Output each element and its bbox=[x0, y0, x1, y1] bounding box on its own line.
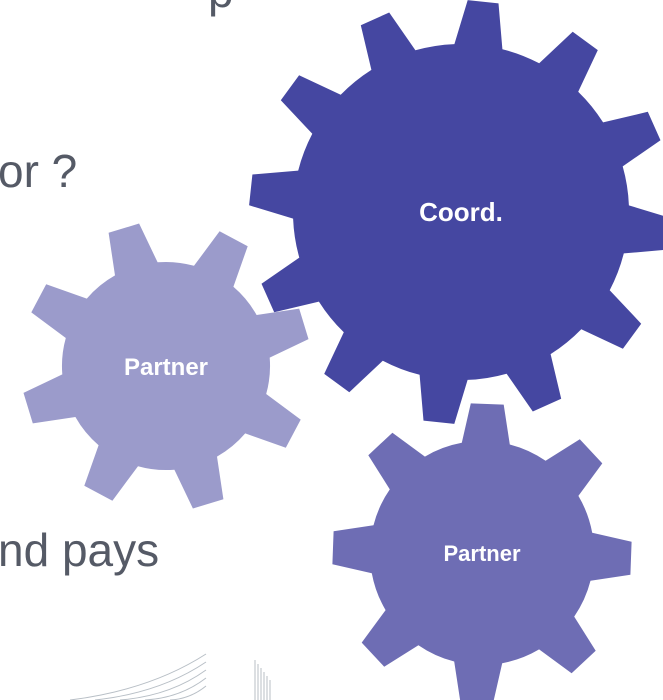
gear-partner-left: Partner bbox=[23, 223, 309, 509]
gear-coord: Coord. bbox=[249, 0, 663, 424]
gear-partner-bottom-shape bbox=[332, 403, 632, 700]
gear-partner-left-label: Partner bbox=[124, 354, 208, 381]
slide-text-line-pays: nd pays bbox=[0, 524, 160, 576]
slide-text-line-question: or ? bbox=[0, 145, 78, 197]
gear-partner-left-shape bbox=[23, 223, 309, 509]
gear-partner-bottom: Partner bbox=[332, 403, 632, 700]
gear-partner-bottom-label: Partner bbox=[443, 541, 520, 566]
decorative-stripes bbox=[69, 653, 271, 700]
slide-text-fragment-top: p bbox=[208, 0, 234, 14]
gear-coord-shape bbox=[249, 0, 663, 424]
gear-coord-label: Coord. bbox=[419, 197, 503, 227]
